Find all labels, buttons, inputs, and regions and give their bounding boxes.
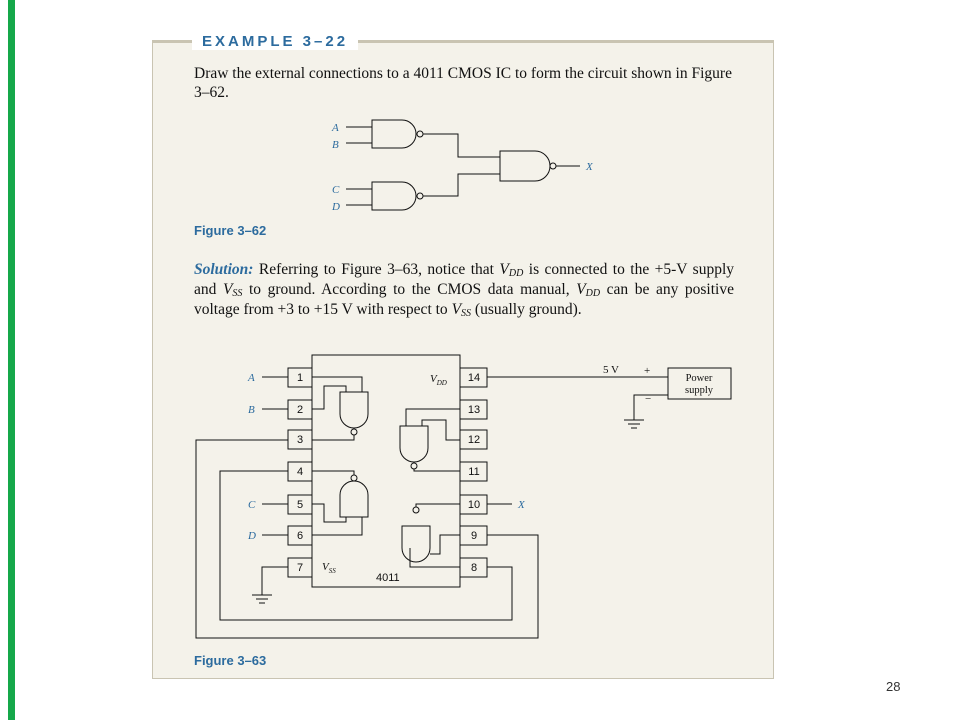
pin-label-3: 3 [297, 434, 303, 446]
fig62-output-x: X [585, 161, 594, 173]
solution-part-4: can be any positive voltage from +3 to +… [194, 281, 734, 318]
fig63-input-d: D [247, 530, 256, 542]
nand-gate-1 [371, 119, 417, 149]
figure-62-caption: Figure 3–62 [194, 223, 267, 238]
solution-part-3: to ground. According to the CMOS data ma… [242, 281, 577, 298]
power-supply-label-1: Power [686, 373, 713, 384]
solution-vss-symbol-2: V [451, 301, 462, 318]
figure-63-caption: Figure 3–63 [194, 653, 267, 668]
pin-label-1: 1 [297, 372, 303, 384]
fig63-output-x: X [517, 499, 526, 511]
solution-vss-subscript-2: SS [461, 308, 472, 319]
problem-statement: Draw the external connections to a 4011 … [194, 65, 732, 101]
solution-vdd-symbol: V [499, 261, 509, 278]
ic-nand-gate-b [339, 480, 369, 518]
fig62-input-c: C [332, 184, 340, 196]
ic-nand-gate-a [339, 391, 369, 429]
fig63-input-c: C [248, 499, 256, 511]
solution-part-2: is connected to the +5-V supply and [194, 261, 734, 298]
pin-label-6: 6 [297, 530, 303, 542]
pin-label-7: 7 [297, 562, 303, 574]
solution-vdd-symbol-2: V [576, 281, 586, 298]
example-panel [152, 40, 774, 679]
ic-nand-gate-d [401, 525, 431, 563]
power-supply-label-2: supply [685, 385, 714, 396]
pin-label-11: 11 [468, 466, 479, 478]
pin-label-13: 13 [468, 404, 480, 416]
pin-label-12: 12 [468, 434, 480, 446]
fig63-input-a: A [247, 372, 255, 384]
ic-nand-gate-c [399, 425, 429, 463]
fig63-input-b: B [248, 404, 255, 416]
power-supply-box [667, 367, 732, 400]
solution-vdd-subscript: DD [508, 268, 524, 279]
vss-label: VSS [322, 561, 336, 575]
ic-name-label: 4011 [376, 572, 400, 584]
solution-vdd-subscript-2: DD [585, 288, 601, 299]
pin-label-9: 9 [471, 530, 477, 542]
pin-label-8: 8 [471, 562, 477, 574]
solution-part-1: Referring to Figure 3–63, notice that [253, 261, 500, 278]
solution-vss-symbol: V [222, 281, 233, 298]
solution-text: Solution: Referring to Figure 3–63, noti… [194, 262, 734, 322]
solution-label: Solution: [194, 261, 254, 278]
supply-plus-sign: + [644, 365, 650, 377]
pin-label-4: 4 [297, 466, 303, 478]
solution-part-5: (usually ground). [471, 301, 582, 318]
pin-label-5: 5 [297, 499, 303, 511]
panel-top-rule [152, 40, 774, 43]
accent-bar [8, 0, 15, 720]
supply-minus-sign: − [645, 393, 651, 405]
fig62-input-d: D [331, 201, 340, 213]
pin-label-2: 2 [297, 404, 303, 416]
supply-voltage-label: 5 V [603, 364, 619, 376]
example-title: EXAMPLE 3–22 [192, 33, 359, 50]
pin-label-14: 14 [468, 372, 480, 384]
fig62-input-b: B [332, 139, 339, 151]
fig62-input-a: A [331, 122, 339, 134]
nand-gate-2 [371, 181, 417, 211]
solution-vss-subscript: SS [232, 288, 243, 299]
page-number: 28 [886, 679, 901, 694]
pin-label-10: 10 [468, 499, 480, 511]
vdd-label: VDD [430, 373, 447, 387]
